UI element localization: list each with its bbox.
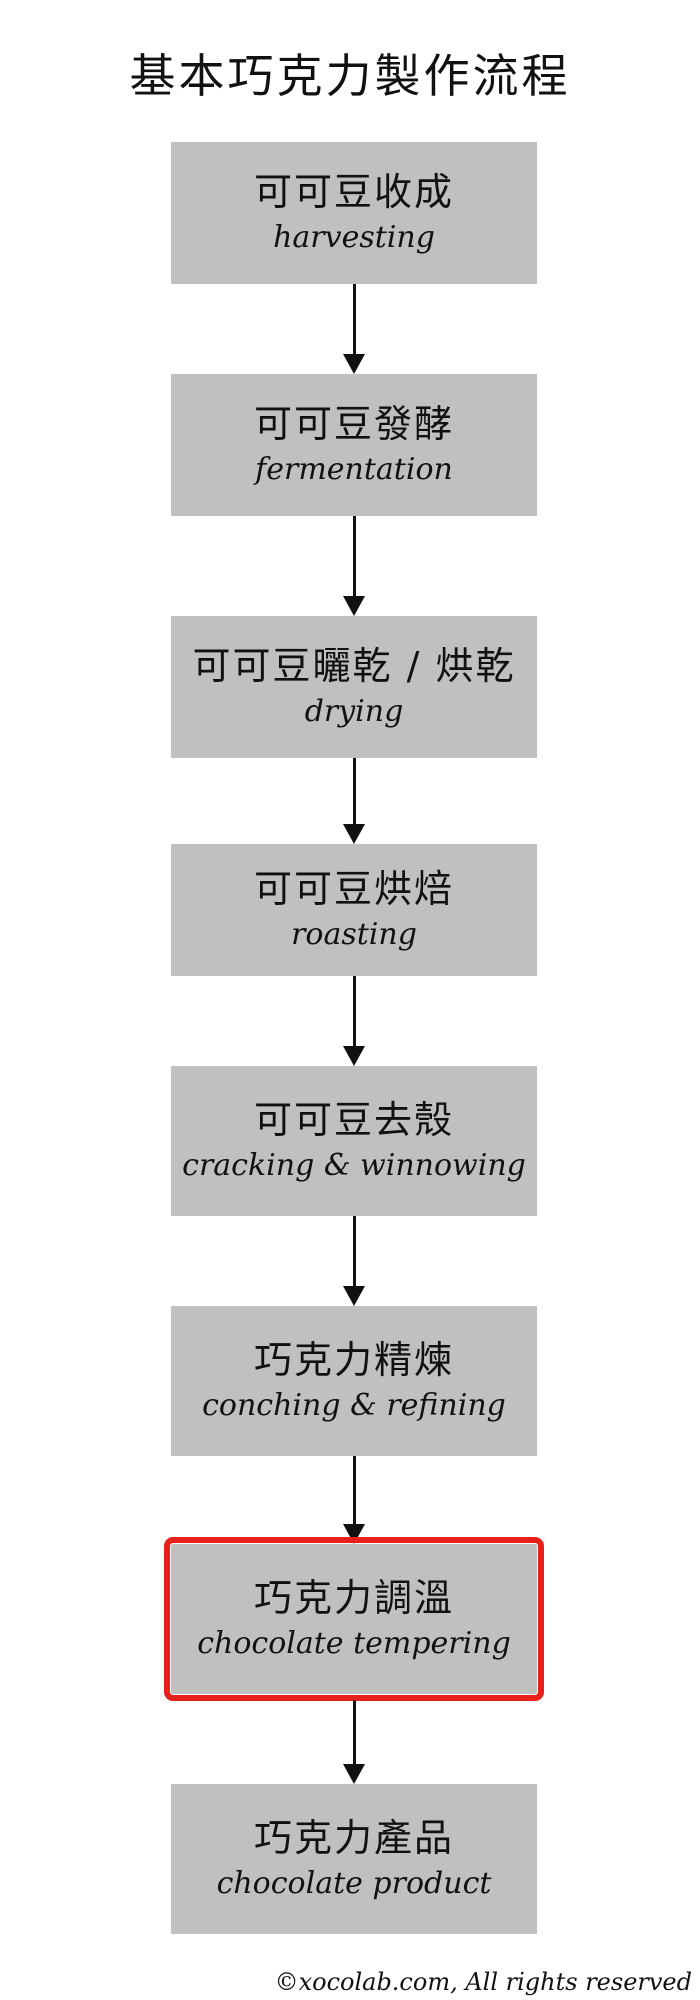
step-cracking-winnowing: 可可豆去殼 cracking & winnowing — [171, 1066, 537, 1216]
step-label-zh: 可可豆曬乾 / 烘乾 — [192, 644, 516, 688]
arrow-down-6 — [343, 1456, 365, 1544]
step-drying: 可可豆曬乾 / 烘乾 drying — [171, 616, 537, 758]
step-label-en: cracking & winnowing — [182, 1148, 526, 1183]
step-chocolate-product: 巧克力產品 chocolate product — [171, 1784, 537, 1934]
step-label-zh: 巧克力精煉 — [253, 1338, 454, 1382]
step-label-zh: 可可豆收成 — [253, 170, 454, 214]
arrow-down-4 — [343, 976, 365, 1066]
diagram-title: 基本巧克力製作流程 — [129, 49, 571, 103]
step-conching-refining: 巧克力精煉 conching & refining — [171, 1306, 537, 1456]
step-roasting: 可可豆烘焙 roasting — [171, 844, 537, 976]
step-label-en: chocolate tempering — [197, 1626, 511, 1661]
step-label-zh: 可可豆烘焙 — [253, 867, 454, 911]
step-label-en: chocolate product — [216, 1866, 492, 1901]
step-fermentation: 可可豆發酵 fermentation — [171, 374, 537, 516]
arrow-down-5 — [343, 1216, 365, 1306]
step-label-zh: 巧克力產品 — [253, 1816, 454, 1860]
step-label-zh: 可可豆去殼 — [253, 1098, 454, 1142]
step-label-en: roasting — [291, 917, 417, 952]
step-harvesting: 可可豆收成 harvesting — [171, 142, 537, 284]
copyright-notice: ©xocolab.com, All rights reserved — [274, 1968, 692, 1996]
step-label-en: fermentation — [255, 452, 453, 487]
step-label-en: harvesting — [273, 220, 435, 255]
step-label-en: drying — [304, 694, 404, 729]
step-chocolate-tempering: 巧克力調溫 chocolate tempering — [164, 1537, 544, 1701]
step-label-zh: 巧克力調溫 — [253, 1576, 454, 1620]
arrow-down-1 — [343, 284, 365, 374]
arrow-down-2 — [343, 516, 365, 616]
step-label-en: conching & refining — [202, 1388, 506, 1423]
arrow-down-3 — [343, 758, 365, 844]
step-label-zh: 可可豆發酵 — [253, 402, 454, 446]
arrow-down-7 — [343, 1700, 365, 1784]
